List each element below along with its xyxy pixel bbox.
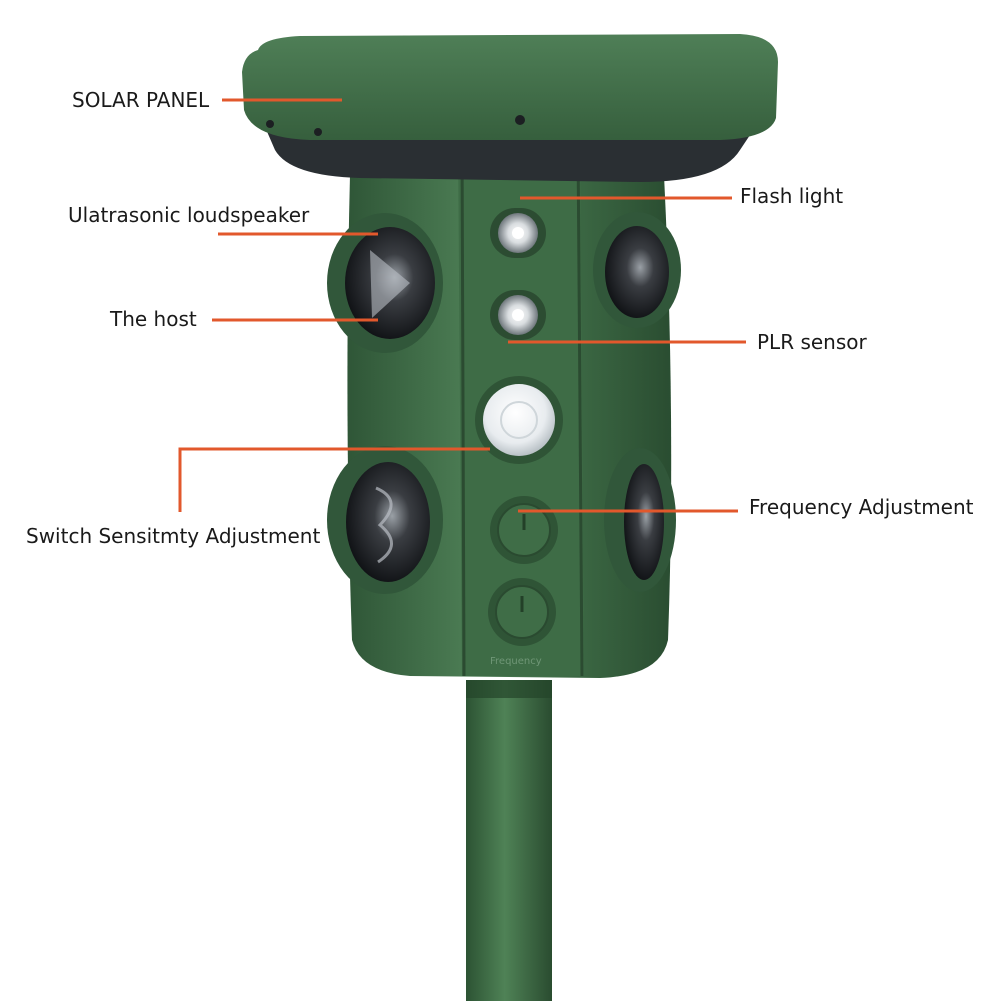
- speaker-upper-right: [605, 226, 669, 318]
- speaker-lower-left: [346, 462, 430, 582]
- label-flash-light: Flash light: [740, 184, 844, 208]
- leader-lines: [178, 98, 746, 513]
- label-plr-sensor: PLR sensor: [757, 330, 867, 354]
- label-frequency: Frequency Adjustment: [749, 495, 974, 519]
- knob-caption: Frequency: [490, 656, 542, 667]
- label-host: The host: [110, 307, 197, 331]
- label-switch-sensitivity: Switch Sensitmty Adjustment: [26, 524, 321, 548]
- speaker-lower-right: [624, 464, 664, 580]
- pole-shadow: [466, 680, 552, 698]
- leader-switch-sensitivity: [178, 447, 490, 512]
- pir-sensor: [483, 384, 555, 456]
- label-loudspeaker: Ulatrasonic loudspeaker: [68, 203, 310, 227]
- solar-panel: [242, 34, 778, 140]
- label-solar-panel: SOLAR PANEL: [72, 88, 210, 112]
- pole: [466, 680, 552, 1001]
